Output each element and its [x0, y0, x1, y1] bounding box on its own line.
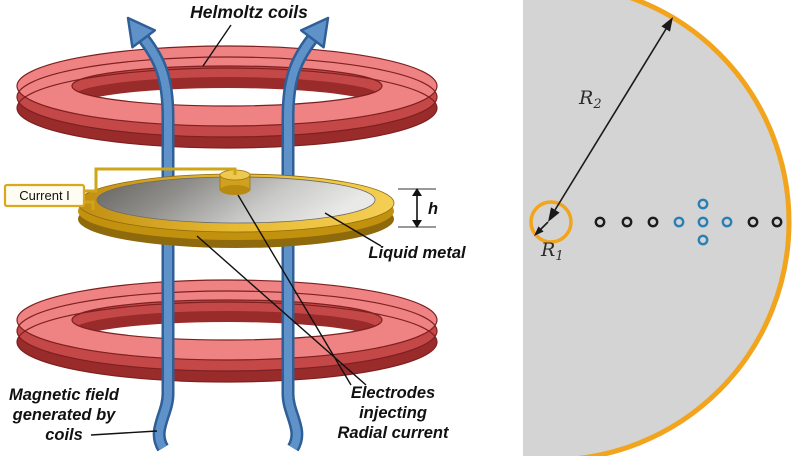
probe-dot-black [621, 216, 633, 228]
magnetic-field-pointer-line [90, 430, 158, 436]
bottom-coil-outline [16, 279, 438, 361]
liquid-metal-label: Liquid metal [368, 244, 466, 262]
outer-radius-arrowhead-in-icon [548, 207, 560, 222]
annotations: Helmoltz coils Liquid metal Electrodes i… [9, 2, 466, 444]
bottom-coil-outline [16, 301, 438, 383]
magnetic-field-lines [126, 16, 330, 452]
height-arrowhead-up-icon [412, 188, 422, 196]
top-view-panel: R2 R1 [523, 0, 800, 456]
probe-dots [594, 198, 783, 246]
height-label: h [428, 200, 438, 218]
magnetic-field-label-line1: Magnetic field [9, 386, 120, 404]
apparatus-svg: Current I h Helmoltz coils Liquid metal … [3, 2, 466, 452]
top-coil-winding-top [17, 46, 437, 126]
top-coil-outline [16, 45, 438, 127]
probe-dot-black [747, 216, 759, 228]
field-arrowhead-left-icon [126, 16, 157, 49]
bottom-coil-winding-top [17, 280, 437, 360]
electrodes-label-line2: injecting [359, 404, 427, 422]
height-arrowhead-down-icon [412, 220, 422, 228]
current-circuit: Current I [3, 167, 237, 210]
probe-dot-blue [697, 234, 709, 246]
electrodes-label-line1: Electrodes [351, 384, 435, 402]
field-line-left [140, 36, 172, 451]
probe-dot-blue [697, 198, 709, 210]
probe-dot-blue [721, 216, 733, 228]
electrodes-pointer-line-2 [196, 235, 367, 386]
apparatus-panel: Current I h Helmoltz coils Liquid metal … [3, 2, 466, 452]
bottom-coil-outline [16, 290, 438, 372]
probe-dot-black [594, 216, 606, 228]
magnetic-field-label-line2: generated by [12, 406, 117, 424]
coils-pointer-line [202, 24, 232, 67]
inner-radius-shaft [540, 221, 549, 230]
height-dimension-marker: h [398, 188, 438, 228]
wire-to-central-electrode [82, 167, 237, 193]
inner-radius-label: R1 [540, 239, 564, 264]
probe-dot-black [771, 216, 783, 228]
outer-radius-arrow: R2 [548, 17, 673, 222]
wire-to-rim-electrode [82, 200, 95, 210]
top-coil [16, 45, 438, 149]
inner-radius-arrow: R1 [534, 221, 564, 264]
electrodes-pointer-line-1 [237, 194, 352, 386]
top-coil-outline [16, 56, 438, 138]
current-source-label: Current I [19, 188, 70, 203]
probe-dot-black [647, 216, 659, 228]
outer-boundary-circle [523, 0, 792, 456]
bottom-coil [16, 279, 438, 383]
magnetic-field-label-line3: coils [45, 426, 83, 444]
field-arrowhead-right-icon [299, 16, 330, 49]
probe-dot-blue [673, 216, 685, 228]
top-coil-hole-outline [71, 65, 383, 107]
outer-radius-arrowhead-out-icon [661, 17, 673, 32]
central-electrode-base [220, 185, 250, 195]
electrodes-label-line3: Radial current [338, 424, 450, 442]
outer-radius-label: R2 [578, 87, 602, 112]
current-source-box [3, 183, 86, 208]
liquid-metal-vessel [77, 169, 395, 248]
field-line-right [284, 36, 316, 451]
top-coil-outline [16, 67, 438, 149]
top-view-svg: R2 R1 [523, 0, 792, 456]
inner-radius-arrowhead-icon [534, 226, 544, 236]
probe-dot-blue [697, 216, 709, 228]
bottom-coil-hole-outline [71, 299, 383, 341]
coils-label: Helmoltz coils [190, 2, 308, 22]
liquid-metal-pointer-line [324, 212, 382, 247]
outer-radius-shaft [554, 28, 667, 211]
